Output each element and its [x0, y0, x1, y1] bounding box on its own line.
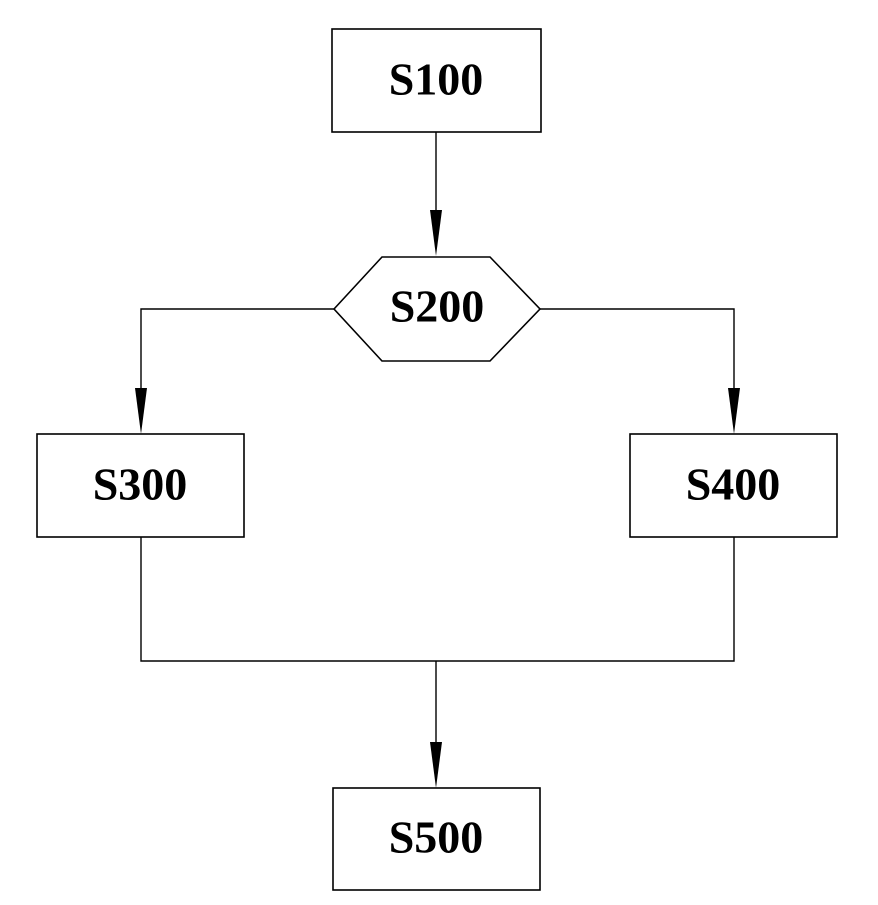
node-s500: S500 [333, 788, 540, 890]
edge-s200-s400 [540, 309, 734, 410]
edge-s300-merge [141, 537, 436, 661]
arrowhead-s200 [430, 210, 442, 256]
arrowhead-s300 [135, 388, 147, 434]
node-s200: S200 [334, 257, 540, 361]
node-s300-label: S300 [93, 459, 188, 510]
node-s100-label: S100 [389, 54, 484, 105]
arrowhead-s400 [728, 388, 740, 434]
node-s100: S100 [332, 29, 541, 132]
node-s400: S400 [630, 434, 837, 537]
arrowhead-s500 [430, 742, 442, 788]
node-s200-label: S200 [390, 281, 485, 332]
node-s500-label: S500 [389, 812, 484, 863]
edge-s400-merge [436, 537, 734, 661]
node-s300: S300 [37, 434, 244, 537]
edge-s200-s300 [141, 309, 334, 410]
node-s400-label: S400 [686, 459, 781, 510]
